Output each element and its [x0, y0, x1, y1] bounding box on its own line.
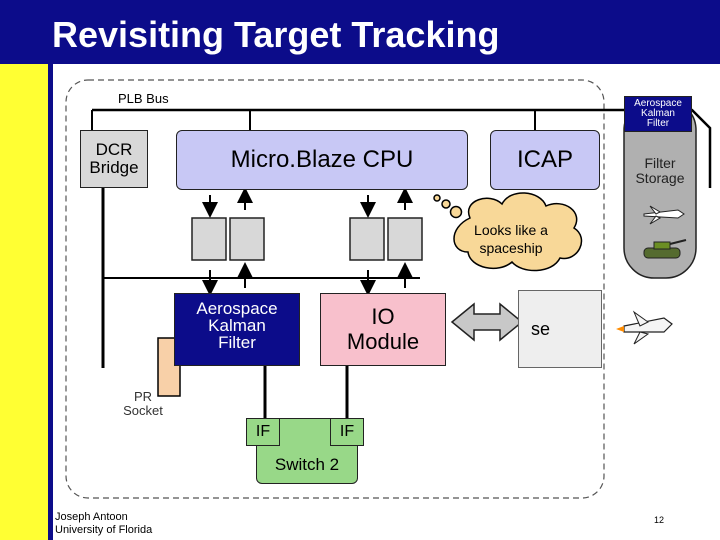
fifo-buffer: [387, 217, 423, 261]
thought-bubble-cloud: [453, 192, 583, 272]
pr-socket-line-2: Socket: [123, 402, 163, 418]
kalman-filter-module: Aerospace Kalman Filter: [174, 293, 300, 366]
switch-label: Switch 2: [274, 455, 340, 474]
page-number: 12: [654, 515, 665, 525]
thought-line-2: spaceship: [479, 239, 543, 256]
slide-title: Revisiting Target Tracking: [52, 14, 500, 55]
stored-filter-line-2: Kalman: [641, 108, 675, 119]
icap-box: ICAP: [490, 130, 600, 190]
thought-dot: [433, 194, 441, 202]
sensor-box: se: [518, 290, 602, 368]
pr-socket-label: PR Socket: [118, 390, 168, 417]
tank-icon: [643, 239, 687, 259]
spaceship-icon: [616, 310, 673, 345]
filter-storage-line-1: Filter: [644, 155, 676, 171]
filter-storage-label: Filter Storage: [628, 156, 692, 185]
fifo-buffer: [349, 217, 385, 261]
thought-line-1: Looks like a: [474, 222, 548, 238]
dcr-bridge-box: DCR Bridge: [80, 130, 148, 188]
io-line-2: Module: [346, 328, 420, 354]
stored-filter-line-3: Filter: [646, 118, 670, 129]
title-bar: [0, 0, 720, 64]
thought-dot: [449, 205, 463, 219]
plb-bus-line: [92, 108, 712, 188]
spaceship-icon: [643, 205, 685, 225]
if-label-left: IF: [255, 423, 271, 440]
thought-bubble-text: Looks like a spaceship: [466, 223, 556, 255]
filter-storage-line-2: Storage: [635, 169, 685, 186]
kalman-line-3: Filter: [218, 333, 256, 352]
microblaze-cpu-box: Micro.Blaze CPU: [176, 130, 468, 190]
plb-bus-label: PLB Bus: [118, 91, 169, 106]
fifo-buffer: [229, 217, 265, 261]
system-boundary: [65, 79, 605, 499]
dcr-bridge-line-2: Bridge: [89, 158, 139, 177]
io-line-1: IO: [371, 304, 395, 330]
sensor-partial-text: se: [531, 318, 551, 339]
if-label-right: IF: [339, 423, 355, 440]
stored-filter-line-1: Aerospace: [634, 98, 682, 109]
footer-author: Joseph Antoon: [55, 511, 128, 523]
side-accent-strip: [48, 64, 53, 540]
cpu-label: Micro.Blaze CPU: [230, 146, 414, 173]
icap-label: ICAP: [516, 146, 573, 173]
dcr-bridge-line-1: DCR: [95, 140, 133, 160]
if-box-left: IF: [246, 418, 280, 446]
fifo-buffer: [191, 217, 227, 261]
stored-kalman-filter: Aerospace Kalman Filter: [624, 96, 692, 132]
thought-dot: [441, 199, 451, 209]
side-accent-bar: [0, 64, 48, 540]
kalman-line-1: Aerospace: [196, 299, 278, 318]
double-arrow-icon: [450, 302, 524, 342]
if-box-right: IF: [330, 418, 364, 446]
footer-author-block: Joseph Antoon University of Florida: [55, 511, 152, 537]
kalman-line-2: Kalman: [208, 316, 266, 335]
footer-affiliation: University of Florida: [55, 524, 153, 537]
pr-socket-line-1: PR: [133, 389, 153, 404]
io-module-box: IO Module: [320, 293, 446, 366]
